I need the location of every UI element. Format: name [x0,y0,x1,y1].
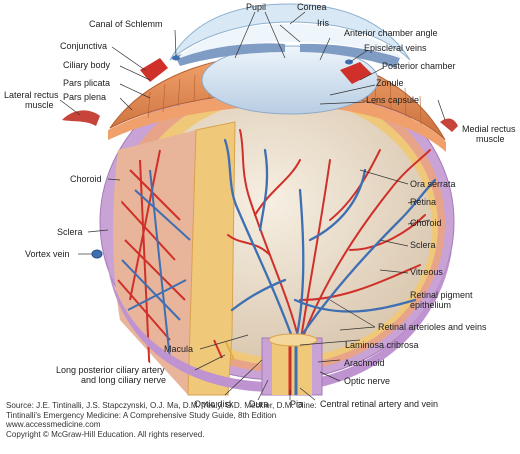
episcleral-vein-marker [345,59,353,65]
label-dura: Dura [249,399,269,409]
label-rpe-2: epithelium [410,300,451,310]
label-pars-plicata: Pars plicata [63,78,110,88]
label-long-posterior-2: and long ciliary nerve [81,375,166,385]
credit-line-1: Source: J.E. Tintinalli, J.S. Stapczynsk… [6,401,317,410]
choroid-vessel-network [117,149,191,381]
retinal-veins [223,138,437,347]
label-lateral-rectus-2: muscle [25,100,54,110]
label-cornea: Cornea [297,2,327,12]
optic-disk [268,333,318,347]
label-vortex-vein: Vortex vein [25,249,70,259]
label-retinal-arterioles: Retinal arterioles and veins [378,322,487,332]
label-episcleral-veins: Episcleral veins [364,43,427,53]
label-sclera-left: Sclera [57,227,83,237]
label-sclera-right: Sclera [410,240,436,250]
long-ciliary-nerve [225,341,235,361]
source-credit: Source: J.E. Tintinalli, J.S. Stapczynsk… [6,401,514,439]
retina-cut-band [187,121,236,396]
label-retina: Retina [410,197,436,207]
label-choroid-right: Choroid [410,218,442,228]
credit-line-4: Copyright © McGraw-Hill Education. All r… [6,429,205,439]
credit-line-2: Tintinalli's Emergency Medicine: A Compr… [6,410,277,420]
label-vitreous: Vitreous [410,267,443,277]
long-posterior-ciliary-artery [213,339,223,359]
iris-right [300,43,400,68]
label-conjunctiva: Conjunctiva [60,41,107,51]
label-medial-rectus-1: Medial rectus [462,124,516,134]
iris [175,43,285,66]
label-ora-serrata: Ora serrata [410,179,456,189]
label-pia: Pia [290,399,303,409]
label-choroid-left: Choroid [70,174,102,184]
conjunctiva-fold-left [140,58,168,82]
lens [201,45,379,115]
label-pupil: Pupil [246,2,266,12]
label-lateral-rectus-1: Lateral rectus [4,90,59,100]
conjunctiva-fold-right [340,62,372,84]
schlemm-canal-marker [172,55,180,61]
label-zonule: Zonule [376,78,404,88]
label-optic-disk: Optic disk [194,399,234,409]
label-long-posterior-1: Long posterior ciliary artery [56,365,165,375]
label-lens-capsule: Lens capsule [366,95,419,105]
label-macula: Macula [164,344,193,354]
credit-line-3: www.accessmedicine.com [6,420,101,430]
pars-plana-band [108,94,446,152]
lateral-rectus-muscle [62,110,100,126]
label-arachnoid: Arachnoid [344,358,385,368]
label-canal-of-schlemm: Canal of Schlemm [89,19,163,29]
medial-rectus-muscle [440,118,458,132]
label-rpe-1: Retinal pigment [410,290,473,300]
label-central-retinal: Central retinal artery and vein [320,399,438,409]
label-posterior-chamber: Posterior chamber [382,61,456,71]
label-ciliary-body: Ciliary body [63,60,111,70]
vortex-vein-marker [91,249,103,259]
anterior-chamber [175,24,405,60]
label-anterior-chamber-angle: Anterior chamber angle [344,28,438,38]
label-medial-rectus-2: muscle [476,134,505,144]
leader-lines [59,11,446,401]
label-optic-nerve: Optic nerve [344,376,390,386]
label-iris: Iris [317,18,329,28]
label-pars-plena: Pars plena [63,92,106,102]
optic-nerve-core [272,338,312,395]
label-laminosa-cribrosa: Laminosa cribrosa [345,340,419,350]
cornea [169,3,411,61]
